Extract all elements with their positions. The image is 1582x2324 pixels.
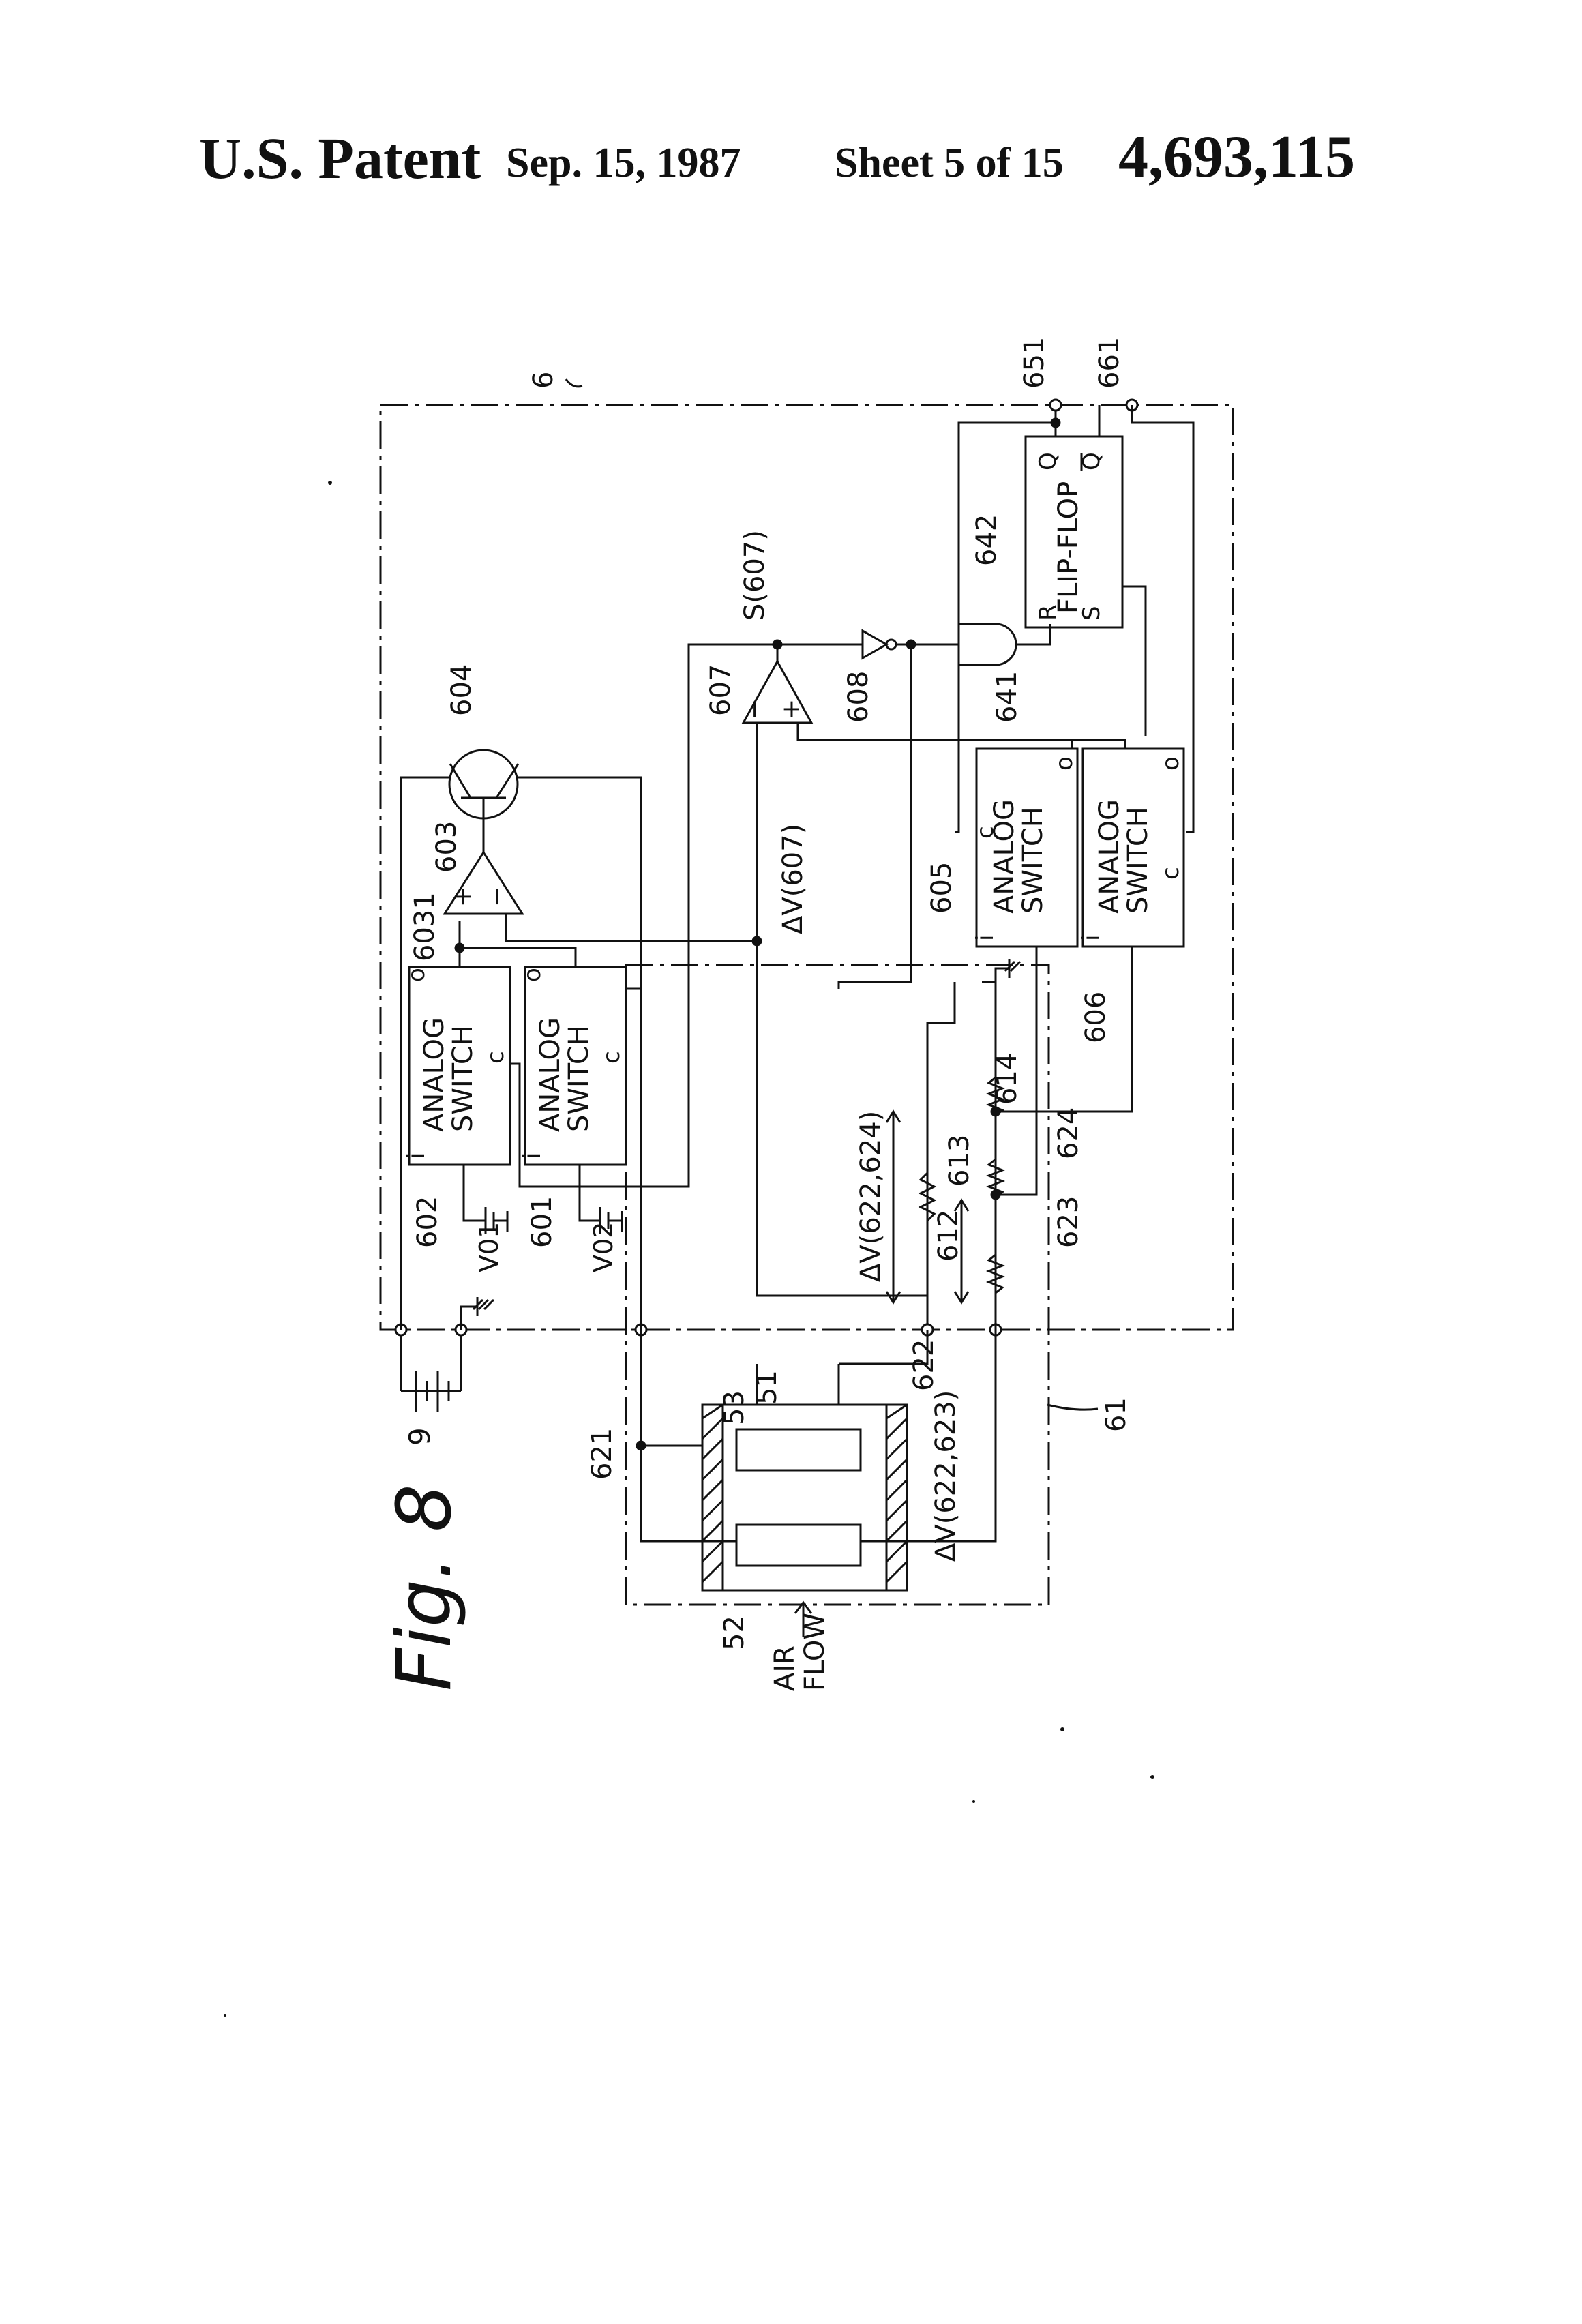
flip-flop-642: FLIP-FLOP R S Q Q — [1026, 436, 1122, 627]
and-gate-641 — [959, 624, 1016, 665]
comparator-607: − + — [741, 661, 811, 723]
svg-text:i: i — [972, 935, 999, 941]
analog-switch-602: ANALOG SWITCH i o c — [403, 967, 510, 1165]
ref-604: 604 — [446, 664, 477, 716]
ref-623: 623 — [1053, 1196, 1084, 1248]
ref-51: 51 — [751, 1370, 783, 1405]
ref-602: 602 — [412, 1196, 443, 1248]
resistor-string-right — [982, 982, 996, 1330]
svg-text:+: + — [777, 699, 805, 719]
svg-text:ANALOG: ANALOG — [419, 1017, 450, 1132]
ref-641: 641 — [991, 671, 1023, 723]
svg-text:c: c — [1157, 867, 1184, 880]
node-opamp-feedback — [753, 937, 761, 945]
v01-wire — [464, 1165, 486, 1221]
svg-text:SWITCH: SWITCH — [447, 1025, 479, 1132]
battery-9 — [401, 1330, 461, 1412]
svg-text:i: i — [403, 1153, 430, 1159]
terminal-651 — [1050, 400, 1061, 411]
ref-52: 52 — [719, 1615, 750, 1650]
ref-605: 605 — [926, 862, 957, 914]
svg-text:o: o — [1157, 756, 1184, 771]
dv607-label: ΔV(607) — [777, 824, 809, 934]
svg-text:−: − — [741, 699, 768, 719]
ref-61: 61 — [1101, 1397, 1132, 1432]
svg-text:ANALOG: ANALOG — [989, 799, 1020, 914]
svg-text:c: c — [972, 826, 999, 839]
svg-text:o: o — [519, 968, 546, 982]
svg-text:c: c — [482, 1051, 509, 1064]
svg-text:−: − — [483, 887, 511, 907]
ref-614: 614 — [991, 1053, 1023, 1105]
comparator-minus-wire — [757, 723, 927, 1330]
inverter-608 — [863, 631, 896, 658]
ref-6031: 6031 — [409, 892, 441, 962]
air-flow-label-1: AIR — [769, 1645, 801, 1691]
ref-6: 6 — [528, 372, 559, 389]
svg-text:c: c — [598, 1051, 625, 1064]
svg-text:+: + — [449, 887, 477, 907]
ref-624: 624 — [1053, 1107, 1084, 1159]
air-flow-label-2: FLOW — [799, 1613, 831, 1691]
leader-61 — [1047, 1405, 1098, 1410]
switch-605-606-outputs — [1072, 740, 1125, 749]
svg-text:SWITCH: SWITCH — [1122, 807, 1154, 914]
ref-621: 621 — [586, 1428, 618, 1480]
v02-wire — [580, 1165, 600, 1221]
analog-switch-606: ANALOG SWITCH i o c — [1078, 749, 1184, 947]
v01-label: V01 — [474, 1222, 504, 1272]
ref-661: 661 — [1094, 337, 1125, 389]
svg-text:i: i — [519, 1153, 546, 1159]
comparator-output-wire — [689, 644, 777, 661]
ref-612: 612 — [933, 1210, 964, 1262]
svg-text:Q: Q — [1034, 452, 1062, 471]
ref-608: 608 — [843, 671, 874, 723]
svg-text:ANALOG: ANALOG — [1094, 799, 1125, 914]
air-flow-sensor — [702, 1405, 907, 1590]
leader-6 — [566, 379, 582, 387]
svg-text:S: S — [1078, 606, 1105, 621]
opamp603-minus-feedback — [506, 914, 757, 941]
ref-603: 603 — [431, 821, 462, 873]
ref-642: 642 — [971, 514, 1002, 566]
ff-s-input — [1122, 586, 1146, 736]
ground-symbol-right — [1005, 959, 1020, 978]
figure-caption: Fig. 8 — [380, 1484, 468, 1691]
dv622-623-label: ΔV(622,623) — [930, 1390, 961, 1562]
analog-switch-605: ANALOG SWITCH i o c — [972, 749, 1078, 947]
s607-label: S(607) — [739, 530, 771, 621]
ref-606: 606 — [1080, 992, 1111, 1043]
switch-output-bus — [460, 948, 576, 967]
svg-text:SWITCH: SWITCH — [563, 1025, 595, 1132]
dv622-624-arrow — [886, 1112, 900, 1302]
svg-text:FLIP-FLOP: FLIP-FLOP — [1053, 481, 1084, 614]
comparator-plus-wire — [798, 723, 1125, 743]
ref-9: 9 — [403, 1427, 436, 1446]
svg-text:ANALOG: ANALOG — [535, 1017, 566, 1132]
ref-622: 622 — [908, 1339, 940, 1391]
ref-53: 53 — [719, 1390, 750, 1425]
ref-613: 613 — [944, 1135, 975, 1187]
v02-label: V02 — [588, 1222, 618, 1272]
ground-symbol-left — [473, 1297, 494, 1316]
svg-text:o: o — [403, 968, 430, 982]
svg-text:i: i — [1078, 935, 1105, 941]
ref-601: 601 — [526, 1196, 558, 1248]
ref-651: 651 — [1019, 337, 1050, 389]
svg-text:R: R — [1034, 604, 1062, 621]
svg-text:SWITCH: SWITCH — [1017, 807, 1049, 914]
dv622-624-label: ΔV(622,624) — [855, 1111, 886, 1282]
ref-607: 607 — [705, 664, 736, 716]
analog-switch-601: ANALOG SWITCH i o c — [519, 967, 626, 1165]
svg-text:o: o — [1051, 756, 1078, 771]
